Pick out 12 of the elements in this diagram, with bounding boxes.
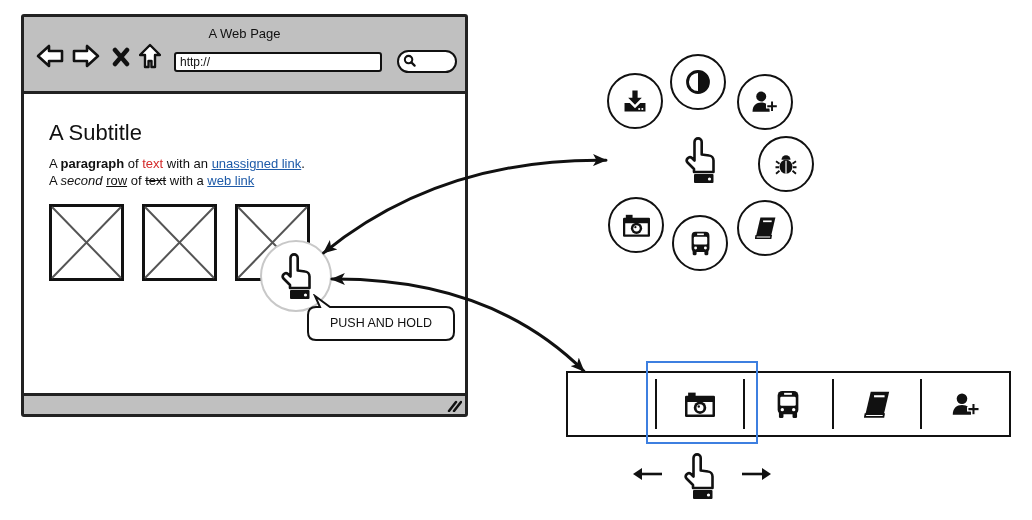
double-arrow [322,154,608,255]
text-link: web link [207,173,255,188]
speech-bubble: PUSH AND HOLD [306,294,456,341]
url-field: http:// [174,52,382,72]
paragraph-text: A second row of text with a web link [49,172,255,189]
subtitle: A Subtitle [49,119,142,147]
paragraph-text: A paragraph of text with an unassigned link. [49,155,305,172]
radial-menu [606,53,815,272]
window-title: A Web Page [208,26,281,41]
browser-window [21,14,468,417]
icon-bar [566,371,1011,437]
double-arrow [330,273,586,373]
